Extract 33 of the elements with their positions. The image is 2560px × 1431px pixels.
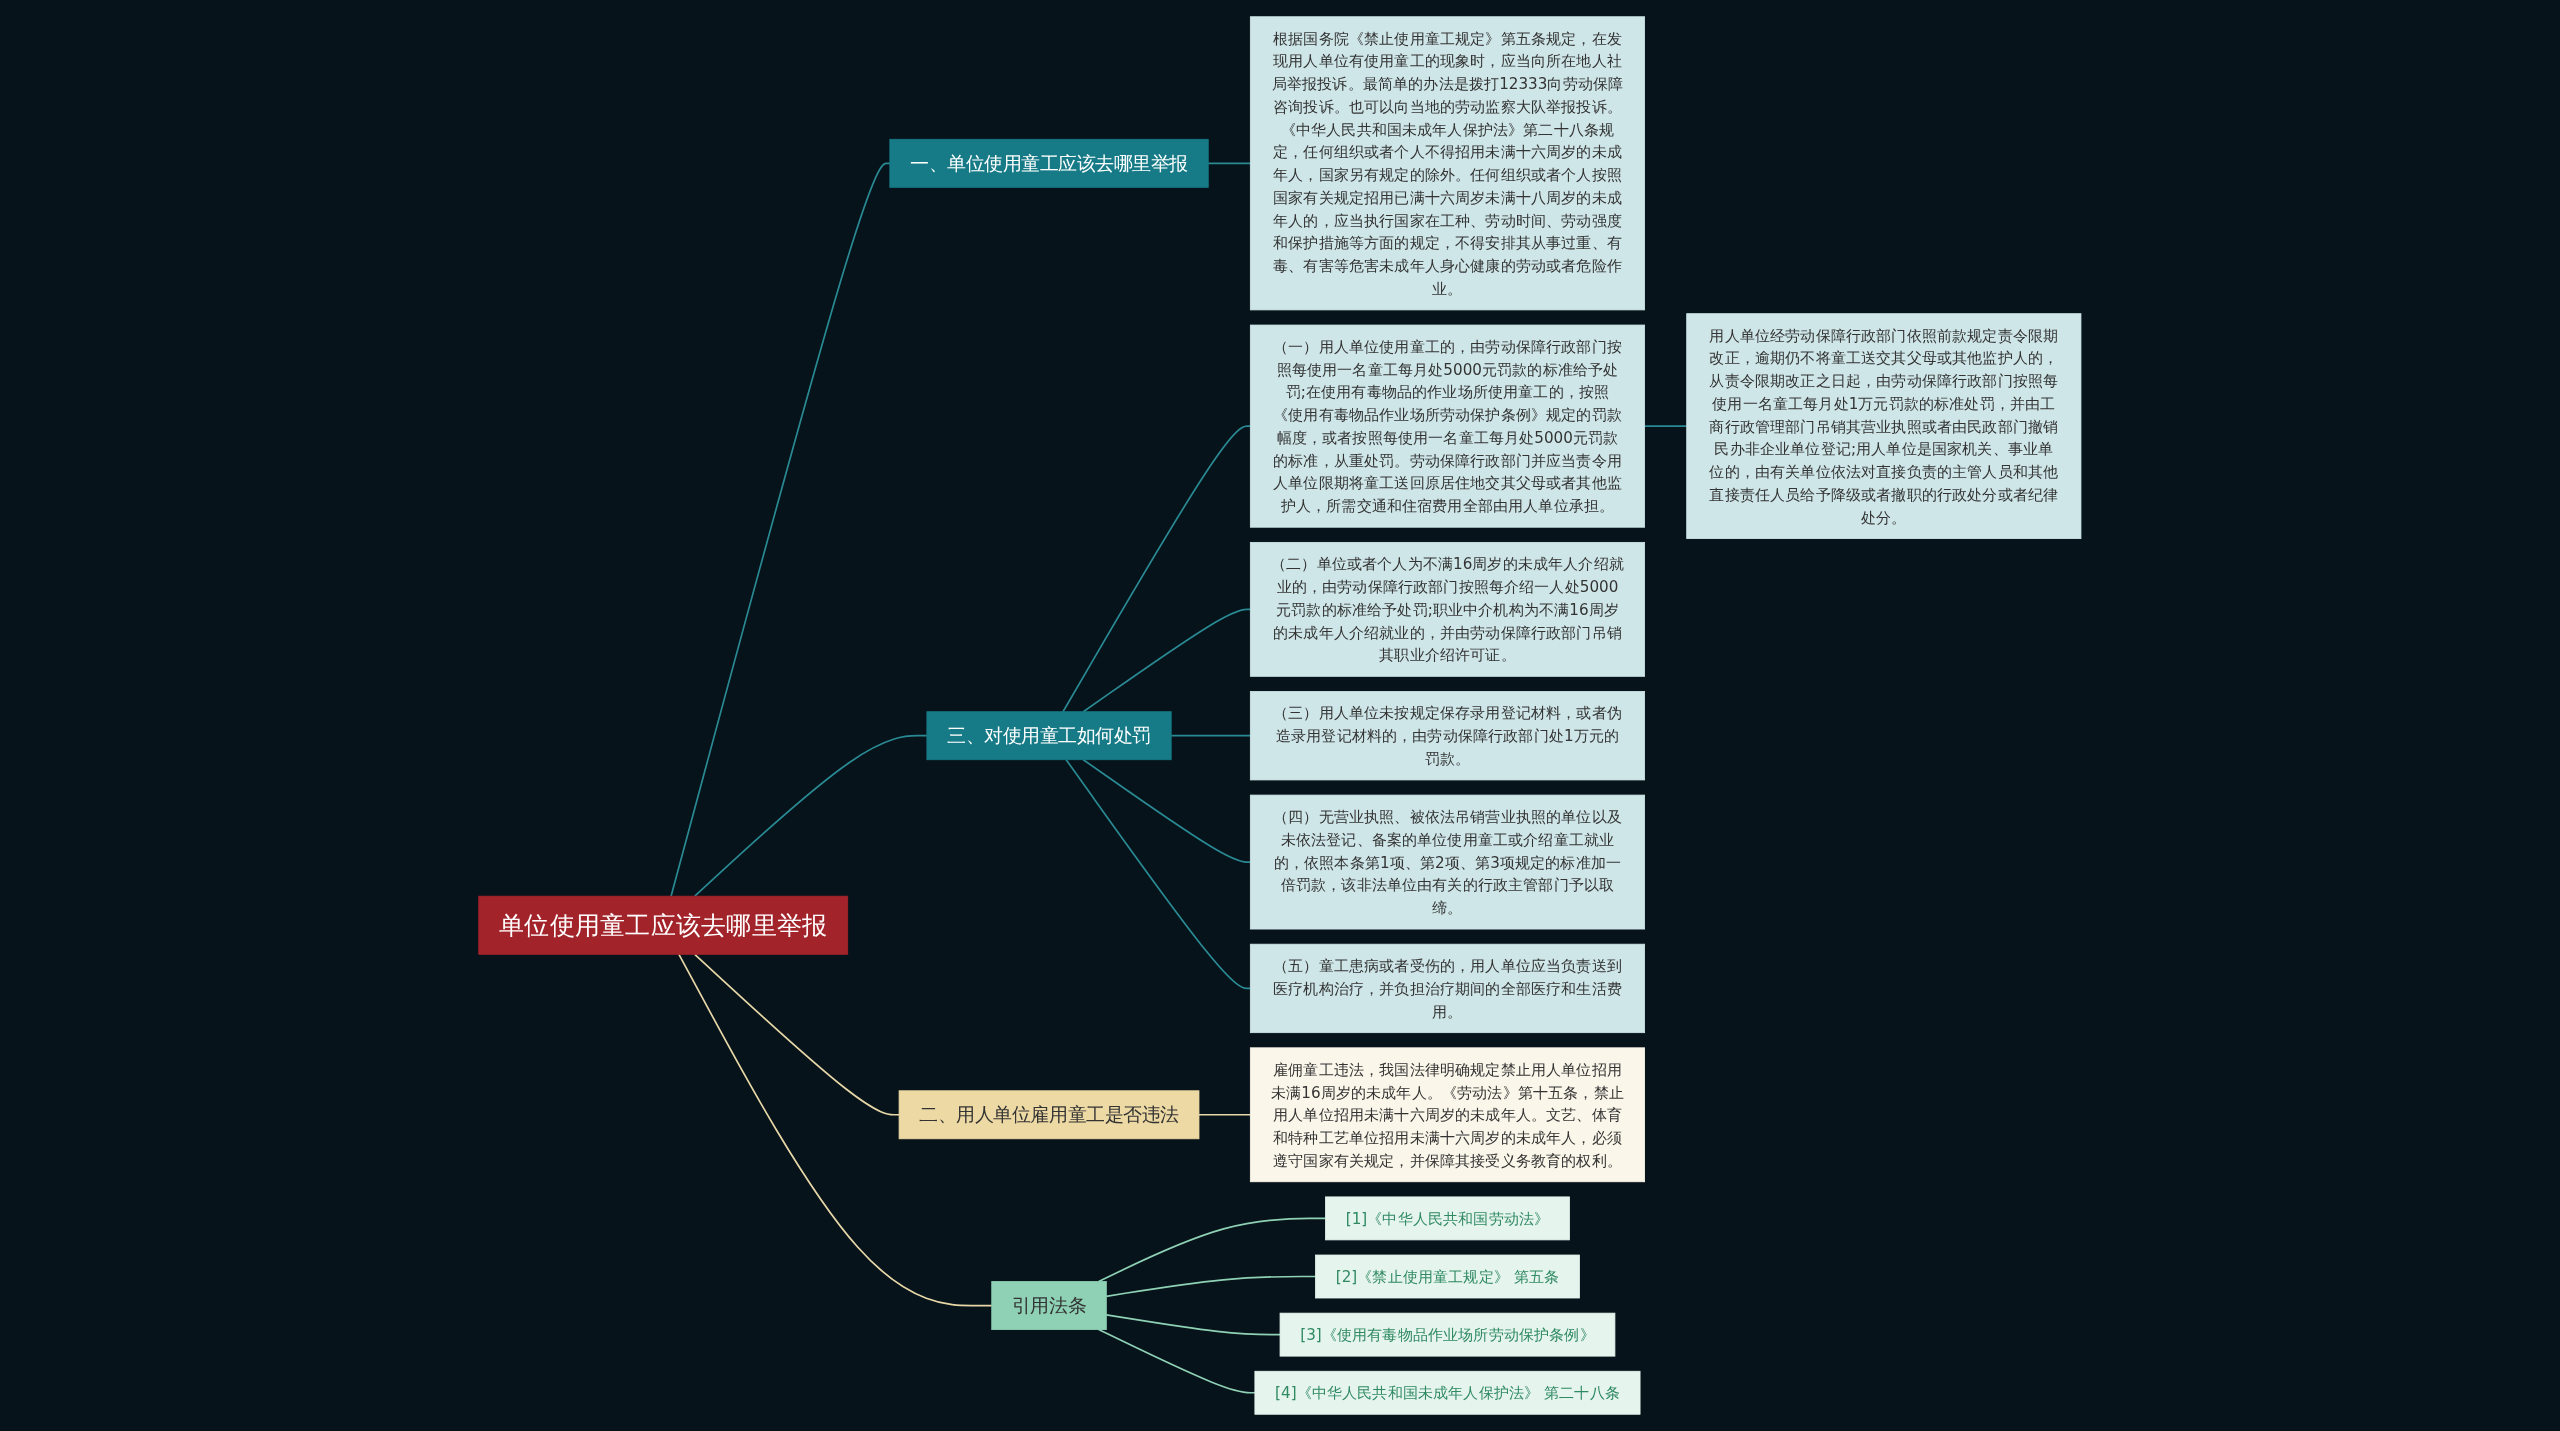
- node-box: 雇佣童工违法，我国法律明确规定禁止用人单位招用未满16周岁的未成年人。《劳动法》第十五条，禁止用人单位招用未满十六周岁的未成年人。文艺、体育和特种工艺单位招用未满十六周岁的未成年人，必须遵守国家有关规定，并保障其接受义务教育的权利。: [1250, 1047, 1646, 1183]
- node-box: [2]《禁止使用童工规定》 第五条: [1315, 1254, 1580, 1299]
- connector: [1170, 734, 1252, 737]
- connector: [694, 953, 901, 1116]
- connector: [1098, 1328, 1256, 1394]
- connector: [1105, 1313, 1282, 1336]
- node-box: （三）用人单位未按规定保存录用登记材料，或者伪造录用登记材料的，由劳动保障行政部门处1万元的罚款。: [1250, 691, 1646, 781]
- node-box: 单位使用童工应该去哪里举报: [478, 895, 849, 955]
- connector: [1105, 1275, 1317, 1298]
- node-box: （四）无营业执照、被依法吊销营业执照的单位以及未依法登记、备案的单位使用童工或介绍童工就业的，依照本条第1项、第2项、第3项规定的标准加一倍罚款，该非法单位由有关的行政主管部门予以取缔。: [1250, 794, 1646, 930]
- node-box: [1]《中华人民共和国劳动法》: [1325, 1196, 1570, 1241]
- connector: [670, 162, 891, 897]
- connector: [1082, 758, 1252, 863]
- connector: [1098, 1217, 1327, 1283]
- connector: [1207, 162, 1252, 165]
- connector: [678, 953, 993, 1307]
- node-box: 三、对使用童工如何处罚: [926, 711, 1172, 761]
- connector: [1643, 425, 1688, 427]
- node-box: 用人单位经劳动保障行政部门依照前款规定责令限期改正，逾期仍不将童工送交其父母或其他监护人的，从责令限期改正之日起，由劳动保障行政部门按照每使用一名童工每月处1万元罚款的标准处罚，并由工商行政管理部门吊销其营业执照或者由民政部门撤销民办非企业单位登记;用人单位是国家机关、事业单位的，由有关单位依法对直接负责的主管人员和其他直接责任人员给予降级或者撤职的行政处分或者纪律处分。: [1686, 313, 2082, 539]
- node-box: [3]《使用有毒物品作业场所劳动保护条例》: [1279, 1312, 1616, 1357]
- connector: [1065, 758, 1252, 990]
- node-box: 二、用人单位雇用童工是否违法: [898, 1090, 1200, 1140]
- node-box: 引用法条: [991, 1281, 1107, 1330]
- node-box: （五）童工患病或者受伤的，用人单位应当负责送到医疗机构治疗，并负担治疗期间的全部医疗和生活费用。: [1250, 943, 1646, 1034]
- node-box: 一、单位使用童工应该去哪里举报: [889, 138, 1209, 188]
- connector: [1062, 425, 1252, 713]
- connector: [1198, 1113, 1252, 1116]
- node-box: （二）单位或者个人为不满16周岁的未成年人介绍就业的，由劳动保障行政部门按照每介绍一人处5000元罚款的标准给予处罚;职业中介机构为不满16周岁的未成年人介绍就业的，并由劳动保障行政部门吊销其职业介绍许可证。: [1250, 541, 1646, 677]
- node-box: 根据国务院《禁止使用童工规定》第五条规定，在发现用人单位有使用童工的现象时，应当向所在地人社局举报投诉。最简单的办法是拨打12333向劳动保障咨询投诉。也可以向当地的劳动监察大队举报投诉。《中华人民共和国未成年人保护法》第二十八条规定，任何组织或者个人不得招用未满十六周岁的未成年人，国家另有规定的除外。任何组织或者个人按照国家有关规定招用已满十六周岁未满十八周岁的未成年人的，应当执行国家在工种、劳动时间、劳动强度和保护措施等方面的规定，不得安排其从事过重、有毒、有害等危害未成年人身心健康的劳动或者危险作业。: [1250, 16, 1646, 311]
- node-box: [4]《中华人民共和国未成年人保护法》 第二十八条: [1254, 1370, 1641, 1415]
- connector: [1082, 608, 1252, 713]
- node-box: （一）用人单位使用童工的，由劳动保障行政部门按照每使用一名童工每月处5000元罚款的标准给予处罚;在使用有毒物品的作业场所使用童工的，按照《使用有毒物品作业场所劳动保护条例》规定的罚款幅度，或者按照每使用一名童工每月处5000元罚款的标准，从重处罚。劳动保障行政部门并应当责令用人单位限期将童工送回原居住地交其父母或者其他监护人，所需交通和住宿费用全部由用人单位承担。: [1250, 324, 1646, 528]
- connector: [694, 734, 928, 897]
